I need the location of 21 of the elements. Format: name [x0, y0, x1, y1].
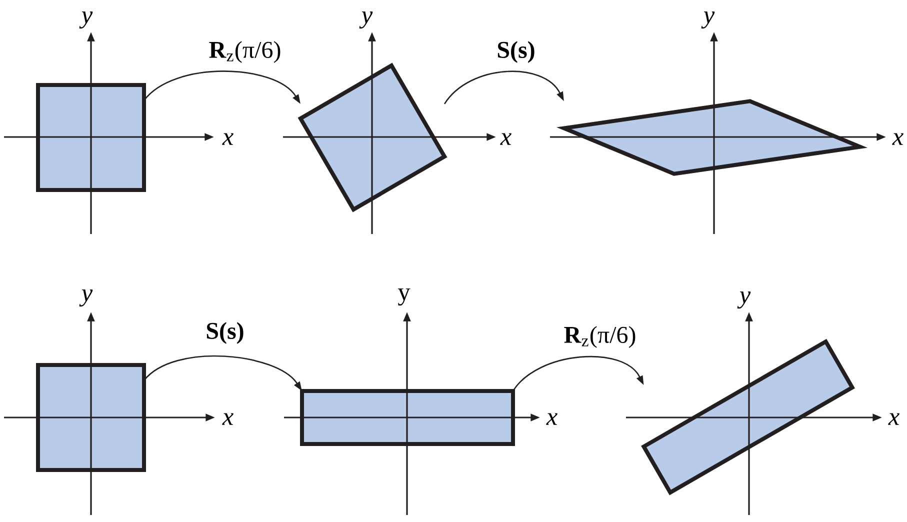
square	[36, 363, 146, 472]
axis-label: y	[359, 11, 373, 29]
axis-label: x	[546, 413, 558, 425]
edge-label: R$_{z}$(π/6)	[209, 41, 280, 63]
axis-label: x	[888, 413, 900, 425]
axis-label: y	[737, 291, 751, 309]
axis-label: y	[398, 288, 410, 306]
curved-arrow	[512, 356, 644, 392]
axis-label: x	[222, 413, 234, 425]
axis-label: y	[79, 11, 93, 29]
rectangle	[300, 389, 515, 446]
curved-arrow	[444, 70, 564, 104]
axis-label: y	[701, 11, 715, 29]
axis-label: x	[500, 133, 512, 145]
edge-label: S(s)	[498, 41, 534, 63]
axis-label: x	[222, 133, 234, 145]
edge-label: R$_{z}$(π/6)	[564, 326, 636, 348]
square	[36, 83, 146, 192]
edge-label: S(s)	[206, 322, 244, 344]
axis-label: y	[79, 289, 93, 307]
axis-label: x	[892, 133, 904, 145]
